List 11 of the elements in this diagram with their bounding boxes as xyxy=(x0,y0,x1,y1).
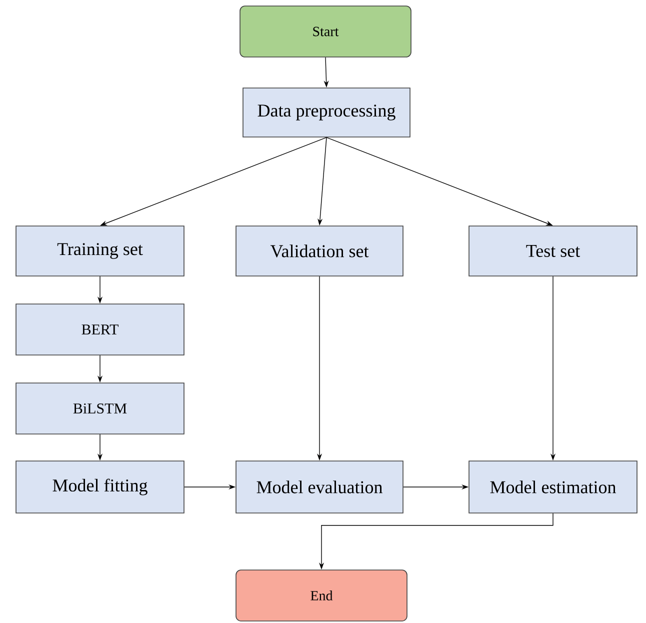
process-box: BiLSTM xyxy=(16,382,184,434)
process-box: Model fitting xyxy=(16,460,184,514)
start-terminal: Start xyxy=(240,6,412,58)
end-terminal: End xyxy=(236,570,408,622)
process-box: Model estimation xyxy=(468,460,638,514)
process-box: Training set xyxy=(16,226,184,276)
process-box: Model evaluation xyxy=(236,460,404,514)
process-box: Validation set xyxy=(236,226,404,276)
process-box: Data preprocessing xyxy=(242,88,410,138)
process-box: Test set xyxy=(468,226,638,276)
process-box: BERT xyxy=(16,304,184,356)
